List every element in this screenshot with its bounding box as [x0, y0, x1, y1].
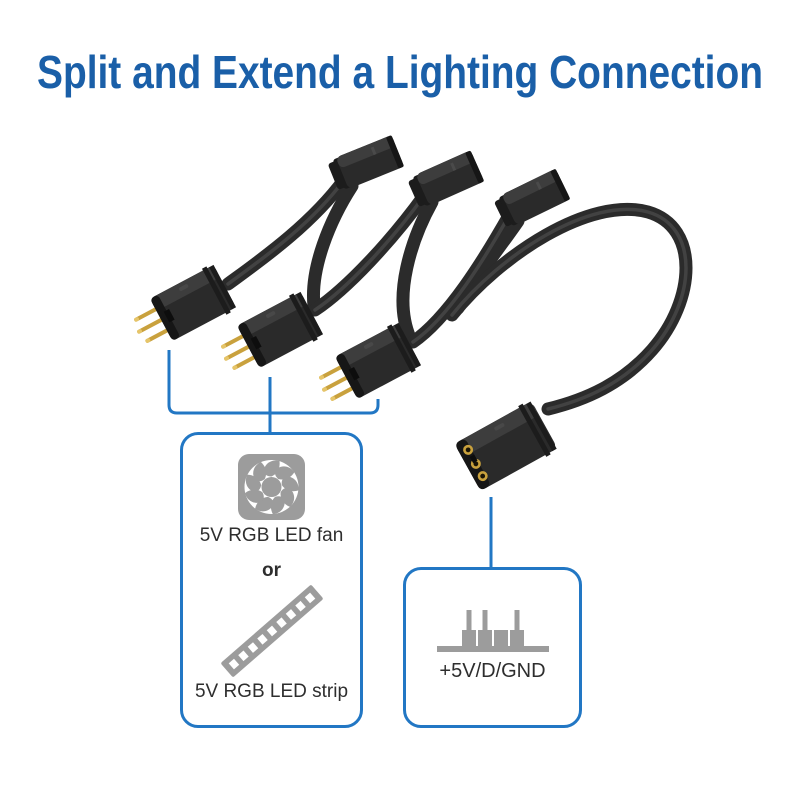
fan-label: 5V RGB LED fan [199, 525, 344, 546]
cable-long-loop [445, 202, 693, 416]
or-label: or [262, 560, 281, 581]
led-strip-icon [220, 585, 323, 677]
argb-3pin-header-icon [436, 610, 549, 652]
splitter-cables [221, 173, 693, 416]
cable-highlight [450, 207, 688, 411]
callout-header-box: +5V/D/GND [403, 567, 582, 728]
page-title: Split and Extend a Lighting Connection [37, 46, 763, 98]
cable-f2-m3 [396, 195, 439, 345]
callout-device-box: 5V RGB LED fan or 5V RGB LED strip [180, 432, 363, 728]
cable-f1-m2 [306, 179, 359, 313]
cable-highlight [411, 212, 512, 344]
page-title-svg: Split and Extend a Lighting Connection [37, 46, 763, 98]
strip-label: 5V RGB LED strip [194, 681, 349, 702]
female-end-connector [453, 399, 559, 493]
male-connector-1 [125, 263, 237, 356]
fan-icon [238, 454, 305, 520]
cable-highlight [226, 178, 346, 286]
annotation-lines [167, 350, 493, 567]
pinout-label: +5V/D/GND [439, 660, 546, 682]
bracket-male-connectors [167, 350, 380, 415]
female-connector-2 [406, 150, 485, 210]
female-connector-3 [492, 168, 571, 230]
female-connector-1 [326, 134, 405, 193]
cable-highlight [313, 194, 426, 312]
